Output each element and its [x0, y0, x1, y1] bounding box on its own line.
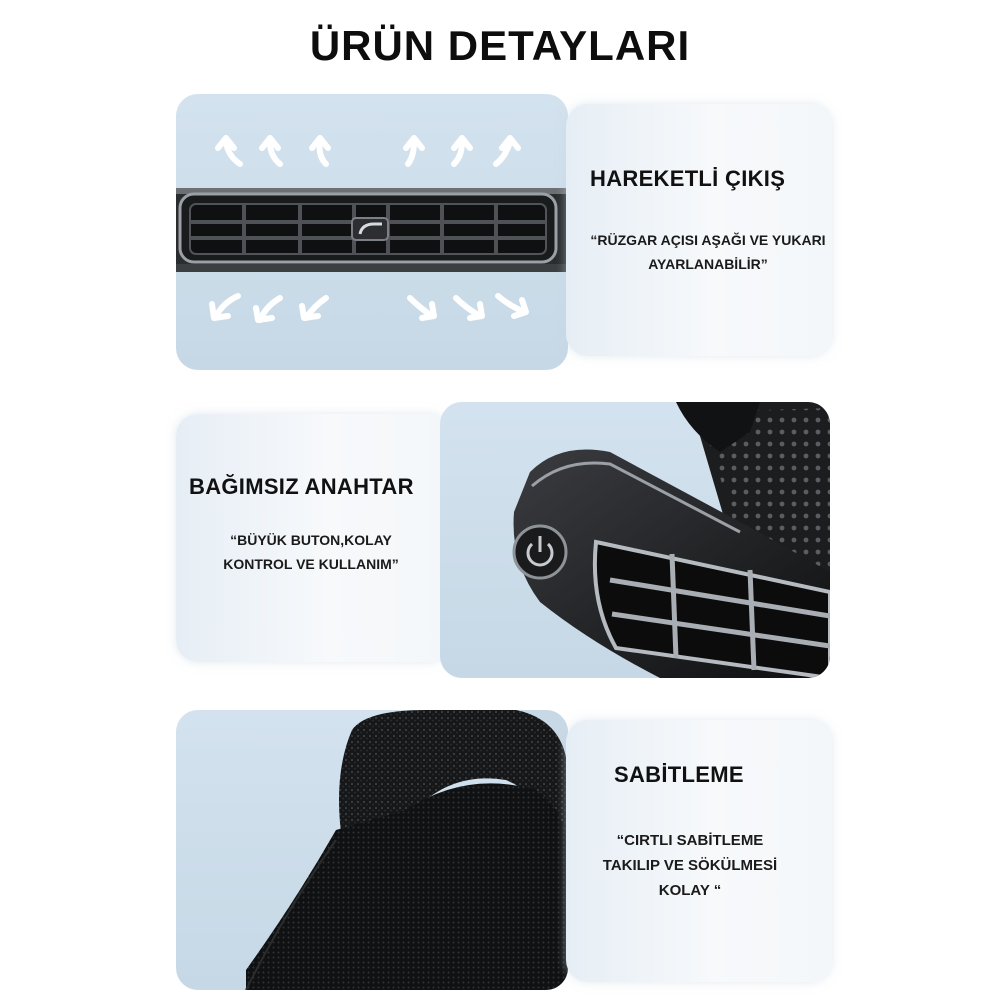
- feature-title-independent-switch: BAĞIMSIZ ANAHTAR: [189, 474, 414, 499]
- description-line: KONTROL VE KULLANIM”: [223, 556, 399, 572]
- fixing-text-card: [566, 720, 832, 982]
- page-title: ÜRÜN DETAYLARI: [309, 22, 691, 69]
- description-line: TAKILIP VE SÖKÜLMESİ: [602, 857, 778, 874]
- feature-description-independent-switch: “BÜYÜK BUTON,KOLAY KONTROL VE KULLANIM”: [186, 528, 436, 576]
- vent-image-card: [176, 94, 568, 370]
- air-vent-with-arrows-icon: [176, 135, 568, 323]
- velcro-image-card: [176, 710, 568, 990]
- feature-description-moving-outlet: “RÜZGAR AÇISI AŞAĞI VE YUKARI AYARLANABİ…: [590, 232, 826, 272]
- power-button-closeup-icon: [512, 402, 830, 678]
- description-line: “BÜYÜK BUTON,KOLAY: [230, 532, 392, 548]
- feature-title-moving-outlet: HAREKETLİ ÇIKIŞ: [590, 166, 786, 191]
- feature-description-fixing: “CIRTLI SABİTLEME TAKILIP VE SÖKÜLMESİ K…: [572, 828, 808, 903]
- feature-title-fixing: SABİTLEME: [614, 762, 744, 787]
- power-button-image-card: [440, 402, 830, 678]
- independent-switch-text-card: [176, 414, 450, 662]
- moving-outlet-text-card: [566, 104, 832, 356]
- description-line: KOLAY “: [658, 882, 722, 899]
- description-line: “CIRTLI SABİTLEME: [616, 832, 764, 849]
- velcro-strip-icon: [245, 710, 568, 990]
